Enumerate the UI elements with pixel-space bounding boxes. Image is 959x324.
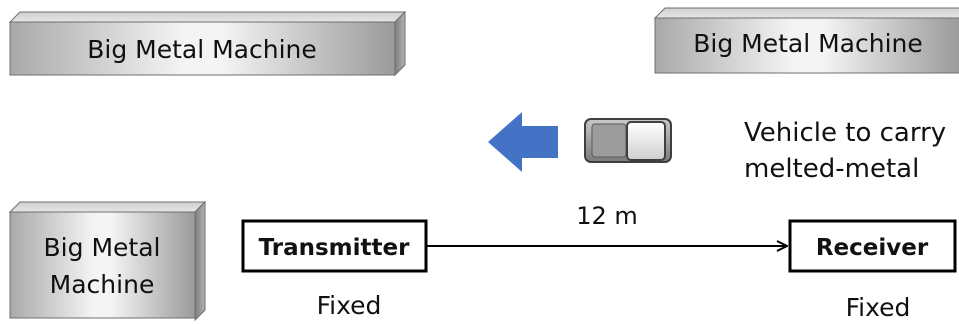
machine-front-face (654, 17, 959, 74)
machine-top-left: Big Metal Machine (8, 10, 407, 77)
machine-label: Big Metal Machine (87, 35, 317, 64)
machine-front-face (9, 211, 196, 319)
machine-front-face (9, 21, 396, 76)
machine-top-face (8, 201, 207, 213)
machine-bottom-left: Big Metal Machine (8, 200, 207, 322)
vehicle-cargo (591, 123, 627, 158)
direction-arrow-left-icon (488, 112, 558, 172)
distance-label: 12 m (576, 202, 638, 230)
transmitter-node: Transmitter (241, 219, 428, 273)
vehicle-label-line-1: Vehicle to carry (744, 118, 946, 148)
machine-top-right: Big Metal Machine (653, 7, 959, 74)
machine-side-face (194, 200, 206, 322)
receiver-label: Receiver (816, 235, 929, 261)
transmitter-label: Transmitter (259, 235, 411, 261)
machine-label-line-1: Big Metal (44, 233, 161, 262)
vehicle-label-line-2: melted-metal (744, 154, 919, 184)
receiver-box (788, 219, 957, 273)
receiver-node: Receiver (788, 219, 957, 273)
receiver-status: Fixed (846, 293, 911, 322)
vehicle (584, 118, 672, 163)
transmitter-status: Fixed (317, 291, 382, 320)
machine-label-line-2: Machine (50, 270, 155, 299)
machine-label: Big Metal Machine (693, 29, 923, 58)
machine-top-face (8, 11, 407, 23)
machine-side-face (394, 10, 406, 77)
machine-top-face (653, 7, 959, 19)
vehicle-cab (626, 121, 666, 161)
transmitter-box (241, 219, 428, 273)
